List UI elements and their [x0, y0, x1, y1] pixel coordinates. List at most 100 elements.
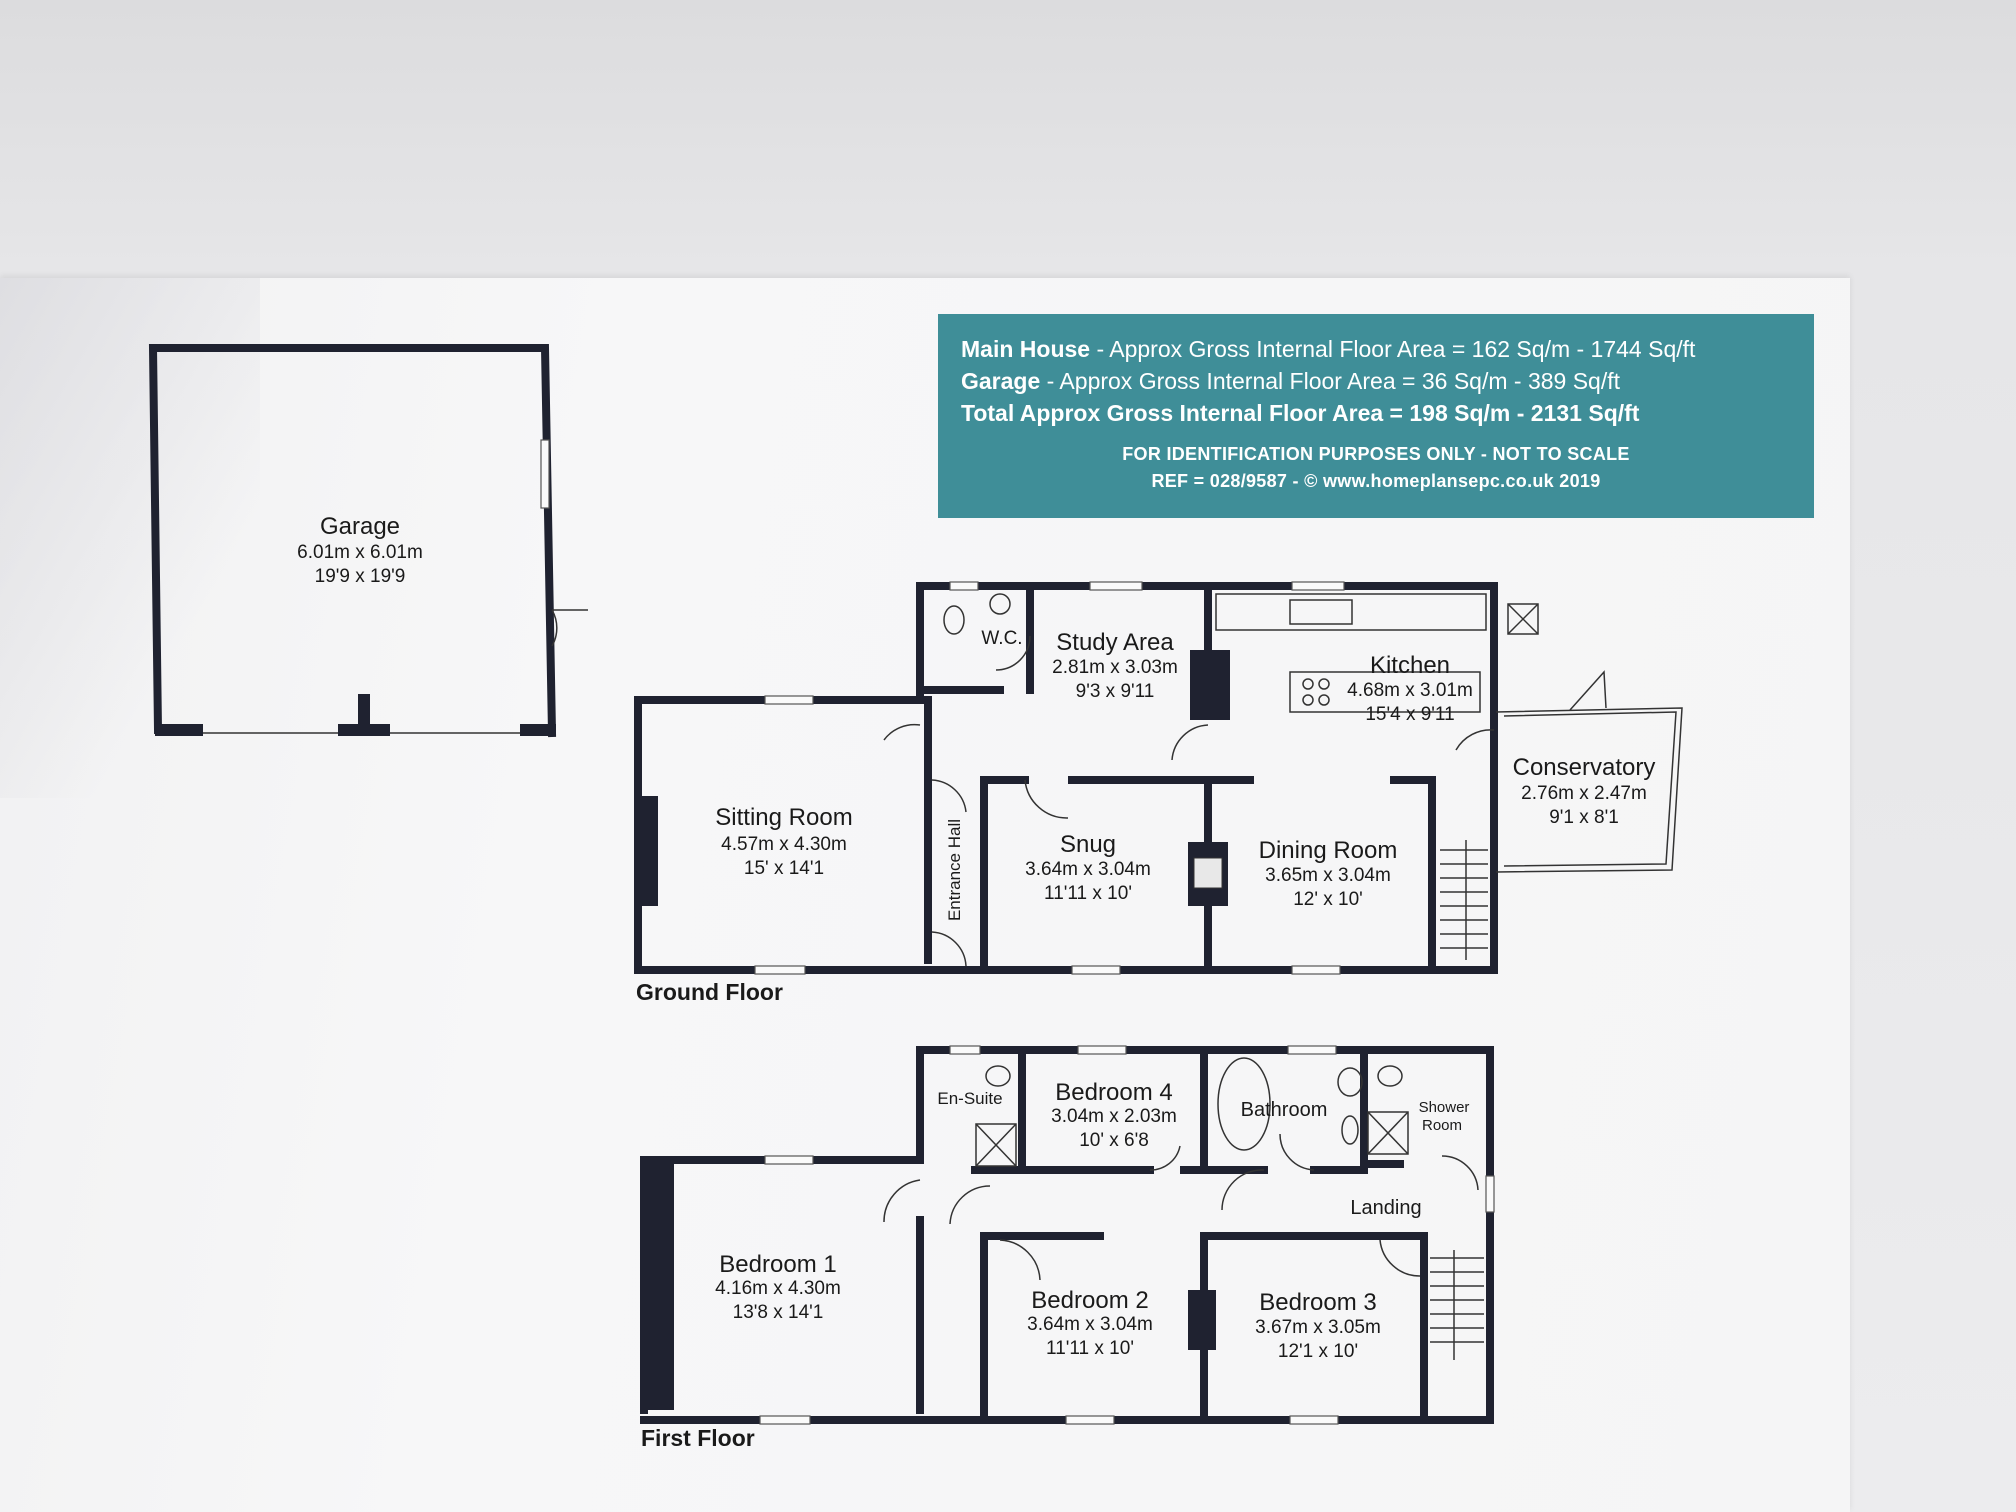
dining-room-metric: 3.65m x 3.04m: [1265, 865, 1391, 886]
window: [1287, 1045, 1337, 1055]
garage-window: [540, 439, 550, 509]
bedroom4-metric: 3.04m x 2.03m: [1051, 1106, 1177, 1127]
bedroom4-name: Bedroom 4: [1055, 1079, 1172, 1106]
kitchen-imperial: 15'4 x 9'11: [1365, 704, 1454, 725]
garage-imperial: 19'9 x 19'9: [315, 566, 406, 587]
bedroom1-thick-wall: [644, 1160, 674, 1410]
main-house-area-line: Main House - Approx Gross Internal Floor…: [961, 336, 1696, 362]
ground-floor-plan: [634, 581, 1683, 975]
door-arc: [883, 1179, 921, 1223]
chimney-breast-sitting: [640, 796, 658, 906]
sink: [1341, 1115, 1359, 1145]
window: [764, 695, 814, 705]
stairs-ground: [1440, 840, 1488, 960]
sitting-room-metric: 4.57m x 4.30m: [721, 834, 847, 855]
window: [1089, 581, 1143, 591]
bedroom3-imperial: 12'1 x 10': [1278, 1341, 1358, 1362]
door-arc: [931, 779, 967, 813]
toilet: [943, 605, 965, 635]
door-arc: [1149, 1145, 1181, 1171]
bedroom2-metric: 3.64m x 3.04m: [1027, 1314, 1153, 1335]
toilet: [1337, 1067, 1363, 1097]
toilet: [985, 1065, 1011, 1087]
door-arc: [949, 1185, 991, 1225]
study-name: Study Area: [1056, 629, 1174, 656]
snug-name: Snug: [1060, 831, 1116, 858]
first-floor-label: First Floor: [641, 1425, 755, 1451]
bedroom2-name: Bedroom 2: [1031, 1287, 1148, 1314]
first-floor-plan: [640, 1045, 1495, 1425]
bedroom4-imperial: 10' x 6'8: [1079, 1130, 1149, 1151]
ensuite-name: En-Suite: [937, 1089, 1002, 1108]
door-arc: [1221, 1169, 1265, 1211]
chimney-breast-first: [1188, 1290, 1216, 1350]
stairs-first: [1430, 1250, 1484, 1360]
window: [1485, 1175, 1495, 1213]
kitchen-metric: 4.68m x 3.01m: [1347, 680, 1473, 701]
door-arc: [1379, 1239, 1421, 1277]
bedroom1-metric: 4.16m x 4.30m: [715, 1278, 841, 1299]
garage-door-post-left: [155, 724, 203, 736]
shower-room-name-line1: Shower: [1419, 1099, 1470, 1116]
chimney-stack: [1507, 603, 1539, 635]
dining-room-name: Dining Room: [1259, 837, 1398, 864]
not-to-scale-note: FOR IDENTIFICATION PURPOSES ONLY - NOT T…: [1122, 444, 1630, 464]
conservatory-outline: [1495, 707, 1683, 873]
door-arc: [1171, 724, 1209, 761]
total-area-line: Total Approx Gross Internal Floor Area =…: [961, 400, 1640, 426]
garage-plan: [148, 344, 588, 738]
sitting-room-name: Sitting Room: [715, 804, 852, 831]
conservatory-name: Conservatory: [1513, 754, 1656, 781]
shower-room-name-line2: Room: [1422, 1117, 1462, 1134]
ensuite-shower: [975, 1123, 1017, 1167]
window: [1291, 965, 1341, 975]
toilet: [1377, 1065, 1403, 1087]
bedroom3-metric: 3.67m x 3.05m: [1255, 1317, 1381, 1338]
floor-area-info-box: Main House - Approx Gross Internal Floor…: [938, 314, 1814, 518]
study-metric: 2.81m x 3.03m: [1052, 657, 1178, 678]
bath: [1217, 1057, 1271, 1151]
conservatory-metric: 2.76m x 2.47m: [1521, 783, 1647, 804]
garage-metric: 6.01m x 6.01m: [297, 542, 423, 563]
garage-door-post-right: [520, 724, 556, 736]
entrance-hall-name: Entrance Hall: [945, 819, 964, 921]
window: [949, 581, 979, 591]
garage-name: Garage: [320, 513, 400, 540]
door-arc: [1279, 1133, 1315, 1171]
snug-imperial: 11'11 x 10': [1044, 883, 1132, 904]
kitchen-worktop: [1215, 593, 1487, 631]
snug-metric: 3.64m x 3.04m: [1025, 859, 1151, 880]
door-arc: [1569, 670, 1607, 711]
kitchen-island: [1289, 671, 1481, 713]
bedroom3-name: Bedroom 3: [1259, 1289, 1376, 1316]
door-arc: [883, 723, 921, 741]
bathroom-name: Bathroom: [1241, 1099, 1328, 1121]
garage-side-door: [551, 609, 588, 647]
landing-name: Landing: [1350, 1197, 1421, 1219]
wc-name: W.C.: [981, 628, 1022, 649]
bedroom2-imperial: 11'11 x 10': [1046, 1338, 1134, 1359]
chimney-breast-study: [1190, 650, 1230, 720]
window: [1289, 1415, 1339, 1425]
shower-tray: [1367, 1111, 1409, 1155]
dining-room-imperial: 12' x 10': [1293, 889, 1363, 910]
ground-floor-label: Ground Floor: [636, 979, 783, 1005]
bedroom1-name: Bedroom 1: [719, 1251, 836, 1278]
window: [1071, 965, 1121, 975]
bedroom1-imperial: 13'8 x 14'1: [733, 1302, 824, 1323]
window: [759, 1415, 811, 1425]
door-arc: [999, 1239, 1041, 1281]
window: [949, 1045, 981, 1055]
window: [1065, 1415, 1115, 1425]
garage-center-post: [338, 724, 390, 736]
conservatory-imperial: 9'1 x 8'1: [1549, 807, 1619, 828]
sitting-room-imperial: 15' x 14'1: [744, 858, 824, 879]
kitchen-name: Kitchen: [1370, 652, 1450, 679]
window: [1077, 1045, 1127, 1055]
garage-area-line: Garage - Approx Gross Internal Floor Are…: [961, 368, 1621, 394]
door-arc: [995, 635, 1031, 671]
reference-note: REF = 028/9587 - © www.homeplansepc.co.u…: [1151, 471, 1601, 491]
door-arc: [1024, 779, 1069, 819]
door-arc: [1441, 1155, 1479, 1191]
